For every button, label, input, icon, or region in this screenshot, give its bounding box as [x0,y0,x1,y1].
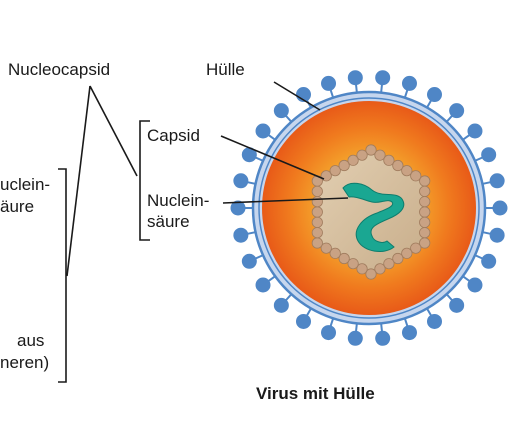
spike-head [321,325,337,341]
spike-head [481,147,497,163]
spike-head [375,70,391,86]
spike-head [255,277,271,293]
spike-head [401,75,417,91]
spike-head [347,70,363,86]
inner-bracket [139,120,150,241]
capsomere [320,242,332,254]
spike-head [481,253,497,269]
capsomere [311,185,323,197]
spike-head [241,147,257,163]
capsomere [374,263,386,275]
spike-head [273,103,289,119]
capsomere [374,149,386,161]
capsomere [410,170,422,182]
capsomere [419,227,431,239]
capsomere [356,263,368,275]
capsomere [356,149,368,161]
envelope-inner-line [258,97,480,319]
spike-head [489,227,505,243]
spike-head [449,297,465,313]
capsomere [347,154,359,166]
spike-head [241,253,257,269]
capsomere [338,159,350,172]
spike-head [427,313,442,329]
label-nucleinsaeure-line1: Nuclein- [147,191,210,210]
spike-head [273,297,289,313]
label-nucleinsaeure-line2: säure [147,212,190,231]
label-huelle: Hülle [206,60,245,79]
spike-head [347,330,363,346]
capsomere [329,247,341,259]
capsomere [419,237,431,249]
capsomere [392,252,404,265]
left-bracket [58,168,67,383]
spike-head [321,75,337,91]
spike-head [489,173,505,189]
capsomere [419,216,431,228]
capsomere [401,165,413,177]
nucleic-acid-strand [342,182,405,253]
capsomere [419,196,431,208]
capsomere [401,247,413,259]
spike-head [401,325,417,341]
capsomere [419,185,431,197]
spike-head [230,200,246,216]
part-leader-lines [220,81,349,204]
spike-head [233,173,249,189]
capsomere [419,206,431,218]
label-nucleocapsid: Nucleocapsid [8,60,111,79]
capsomere [329,165,341,177]
capsomere [311,206,323,218]
spike-head [427,87,442,103]
spike-head [375,330,391,346]
capsomere [338,252,350,265]
capsomere [311,196,323,208]
capsomere [419,175,431,187]
spike-head [296,313,311,329]
label-capsid: Capsid [147,126,200,145]
spike-head [233,227,249,243]
capsomere [311,227,323,239]
label-left-nuclein-line1: uclein- [0,175,51,194]
caption-virus-mit-huelle: Virus mit Hülle [256,384,375,403]
label-left-nuclein-line2: äure [0,197,35,216]
capsomere [383,154,395,166]
label-left-aus-line2: neren) [0,353,50,372]
spike-head [492,200,508,216]
nucleocapsid-leader-lines [66,85,138,277]
capsomere [383,258,395,270]
spike-head [467,277,483,293]
spike-head [255,123,271,139]
spike-head [449,103,465,119]
label-left-aus-line1: aus [17,331,45,350]
capsomere [311,237,323,249]
capsomere [365,144,377,156]
capsomere [365,268,377,280]
capsomere [392,159,404,172]
capsomere [410,242,422,254]
capsomere [311,216,323,228]
capsomere [347,258,359,270]
spike-head [467,123,483,139]
